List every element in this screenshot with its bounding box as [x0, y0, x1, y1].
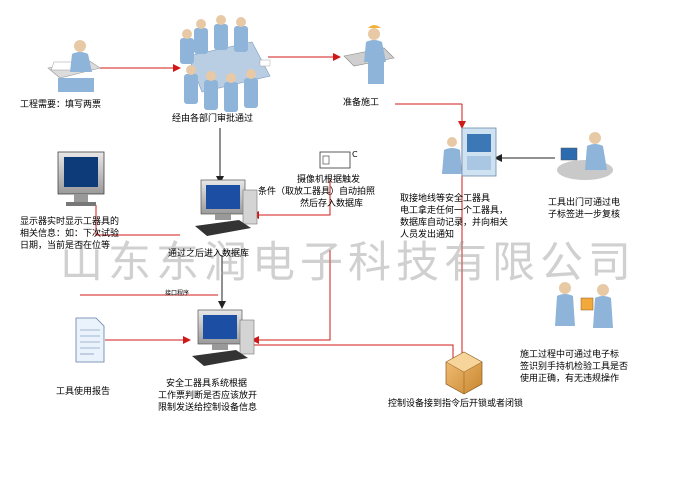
label-usage-report: 工具使用报告: [56, 387, 111, 397]
arrow-camera-to-database: [251, 178, 331, 219]
label-during-line3: 使用正确，有无违规操作: [520, 374, 620, 384]
label-camera-line1: 摄像机根据触发: [297, 175, 361, 185]
system-computer-figure: [192, 309, 255, 366]
report-document-icon: [75, 317, 105, 363]
label-prepare-construction: 准备施工: [343, 98, 380, 108]
handheld-inspectors-figure: [555, 282, 613, 328]
label-during-line2: 签识别手持机检验工具是否: [520, 362, 629, 372]
arrow-system-to-box: [250, 344, 454, 362]
monitor-figure: [57, 151, 105, 206]
label-monitor-line1: 显示器实时显示工器具的: [20, 217, 120, 227]
camera-mark-text: C: [352, 150, 358, 159]
label-lock-control: 控制设备接到指令后开锁或者闭锁: [388, 399, 524, 409]
label-pickup-line3: 数据库自动记录，并向相关: [400, 218, 509, 228]
label-judge-line1: 安全工器具系统根据: [166, 379, 248, 389]
label-interface-program: 接口程序: [165, 290, 190, 297]
meeting-group-figure: [180, 15, 271, 112]
label-during-line1: 施工过程中可通过电子标: [520, 350, 620, 360]
label-judge-line3: 限制发送给控制设备信息: [158, 403, 258, 413]
exit-checker-figure: [557, 132, 613, 180]
tool-cabinet-figure: [442, 127, 497, 177]
arrow-cabinet-to-system: [251, 250, 331, 344]
label-camera-line3: 然后存入数据库: [300, 199, 364, 209]
label-enter-database: 通过之后进入数据库: [168, 249, 250, 259]
label-exit-check-line1: 工具出门可通过电: [548, 198, 621, 208]
arrow-monitor-to-database: [95, 205, 180, 236]
label-exit-check-line2: 子标签进一步复核: [548, 210, 621, 220]
label-engineering-need: 工程需要：填写两票: [20, 100, 102, 110]
label-dept-approval: 经由各部门审批通过: [172, 114, 254, 124]
database-computer-figure: [195, 179, 258, 236]
label-judge-line2: 工作票判断是否应该放开: [158, 391, 258, 401]
worker-prepare-figure: [343, 25, 395, 84]
label-pickup-line2: 电工拿走任何一个工器具，: [400, 206, 509, 216]
company-watermark: 山东东润电子科技有限公司: [60, 238, 636, 288]
label-monitor-line3: 日期，当前是否在位等: [20, 241, 111, 251]
camera-figure: [319, 151, 351, 169]
label-monitor-line2: 相关信息：如：下次试验: [20, 229, 120, 239]
label-pickup-line1: 取接地线等安全工器具: [400, 194, 491, 204]
label-camera-line2: 条件（取放工器具）自动拍照: [258, 187, 376, 197]
form-writer-figure: [47, 40, 101, 92]
control-box-figure: [445, 351, 483, 395]
label-pickup-line4: 人员发出通知: [400, 230, 455, 240]
